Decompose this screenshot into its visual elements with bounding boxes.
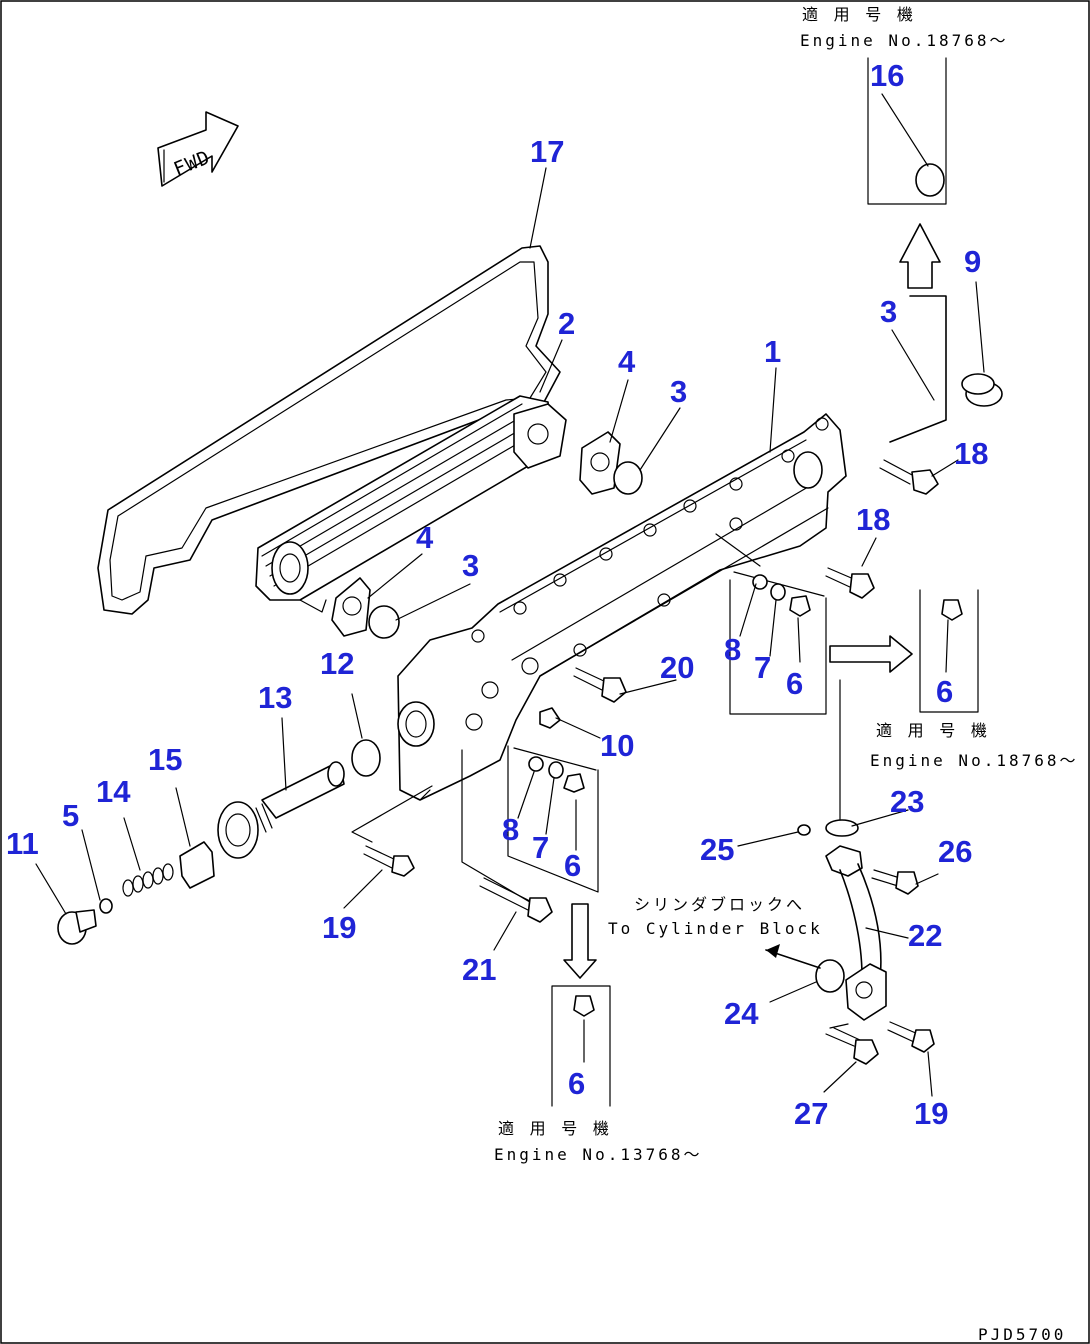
callout-12: 12 bbox=[320, 646, 354, 681]
right-inset-frame bbox=[829, 589, 979, 713]
valve-13 bbox=[217, 761, 345, 859]
callout-17: 17 bbox=[530, 134, 564, 169]
note-right-jp: 適 用 号 機 bbox=[876, 721, 990, 740]
top-inset-frame bbox=[867, 57, 947, 443]
callout-4-upper: 4 bbox=[618, 344, 636, 379]
note-to-block-en: To Cylinder Block bbox=[608, 919, 823, 938]
callout-3-right: 3 bbox=[880, 294, 897, 329]
callout-22: 22 bbox=[908, 918, 942, 953]
callout-18-lower: 18 bbox=[856, 502, 890, 537]
oil-pipe-22 bbox=[825, 845, 887, 1021]
callout-9: 9 bbox=[964, 244, 981, 279]
o-ring-23 bbox=[825, 819, 859, 837]
fwd-arrow-icon: FWD bbox=[157, 111, 239, 187]
note-to-block-jp: シリンダブロックへ bbox=[634, 895, 805, 914]
callout-1: 1 bbox=[764, 334, 781, 369]
callout-27: 27 bbox=[794, 1096, 828, 1131]
fastener-set-right bbox=[729, 571, 827, 715]
plug-11 bbox=[57, 909, 97, 945]
washer-25 bbox=[797, 824, 811, 836]
callout-13: 13 bbox=[258, 680, 292, 715]
callout-6-inset-right: 6 bbox=[936, 674, 953, 709]
bolt-21 bbox=[461, 749, 553, 923]
plug-9 bbox=[961, 373, 1003, 407]
fastener-set-left bbox=[507, 745, 599, 893]
callout-16: 16 bbox=[870, 58, 904, 93]
callout-8-left: 8 bbox=[502, 812, 519, 847]
leader-lines bbox=[35, 93, 985, 1097]
callout-6-right: 6 bbox=[786, 666, 803, 701]
callout-8-right: 8 bbox=[724, 632, 741, 667]
note-top-en: Engine No.18768～ bbox=[800, 31, 1009, 50]
piston-15 bbox=[179, 841, 215, 889]
bolt-18-upper bbox=[879, 459, 939, 495]
callout-7-right: 7 bbox=[754, 650, 771, 685]
callout-19-left: 19 bbox=[322, 910, 356, 945]
callout-15: 15 bbox=[148, 742, 182, 777]
note-right-en: Engine No.18768～ bbox=[870, 751, 1079, 770]
callout-26: 26 bbox=[938, 834, 972, 869]
spring-14 bbox=[122, 863, 174, 897]
fwd-label: FWD bbox=[171, 146, 214, 180]
callout-3-upper: 3 bbox=[670, 374, 687, 409]
callout-25: 25 bbox=[700, 832, 734, 867]
gasket-4-upper bbox=[579, 431, 621, 495]
oil-cooler-cover-1 bbox=[397, 413, 847, 801]
washer-5 bbox=[99, 898, 113, 914]
o-ring-3-lower bbox=[368, 605, 400, 639]
callout-6-inset-bottom: 6 bbox=[568, 1066, 585, 1101]
note-top-jp: 適 用 号 機 bbox=[802, 5, 916, 24]
bolt-19-left bbox=[351, 785, 433, 877]
callout-2: 2 bbox=[558, 306, 575, 341]
bolt-26 bbox=[871, 869, 919, 895]
bolt-18-lower bbox=[825, 567, 875, 599]
bolt-10 bbox=[539, 707, 561, 729]
callout-23: 23 bbox=[890, 784, 924, 819]
bolt-27 bbox=[825, 1027, 879, 1065]
oil-cooler-element-2 bbox=[255, 395, 567, 613]
bottom-inset-frame bbox=[551, 903, 611, 1107]
o-ring-24 bbox=[815, 959, 845, 993]
bolt-19-right bbox=[887, 1021, 935, 1053]
footer-code: PJD5700 bbox=[978, 1325, 1066, 1344]
callout-7-left: 7 bbox=[532, 830, 549, 865]
callout-19-right: 19 bbox=[914, 1096, 948, 1131]
callout-20: 20 bbox=[660, 650, 694, 685]
callout-18-upper: 18 bbox=[954, 436, 988, 471]
o-ring-3-upper bbox=[613, 461, 643, 495]
callout-4-lower: 4 bbox=[416, 520, 434, 555]
callout-6-left: 6 bbox=[564, 848, 581, 883]
callout-14: 14 bbox=[96, 774, 131, 809]
arrow-to-block-icon bbox=[766, 944, 780, 958]
note-bottom-en: Engine No.13768～ bbox=[494, 1145, 703, 1164]
callout-21: 21 bbox=[462, 952, 496, 987]
callout-5: 5 bbox=[62, 798, 79, 833]
callout-10: 10 bbox=[600, 728, 634, 763]
gasket-4-lower bbox=[331, 577, 371, 637]
callout-11: 11 bbox=[6, 826, 39, 861]
note-bottom-jp: 適 用 号 機 bbox=[498, 1119, 612, 1138]
callout-24: 24 bbox=[724, 996, 759, 1031]
o-ring-12 bbox=[351, 739, 381, 777]
callout-numbers: 17 2 4 3 4 3 1 3 9 18 18 16 8 7 6 6 20 1… bbox=[6, 58, 988, 1131]
bolt-20 bbox=[573, 667, 627, 703]
callout-3-lower: 3 bbox=[462, 548, 479, 583]
